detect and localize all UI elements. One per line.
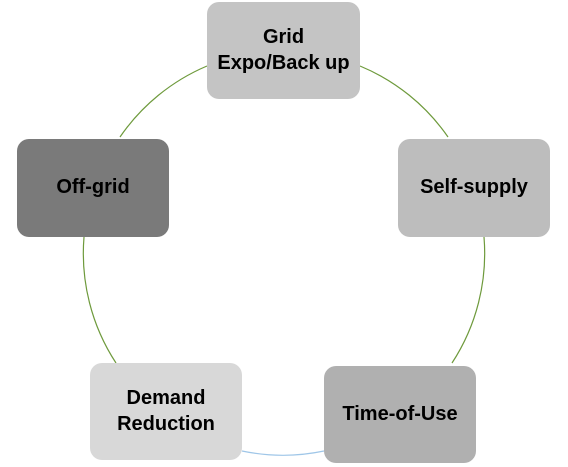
connector-bottomleft-left [82,236,117,364]
node-label: Off-grid [56,176,130,199]
node-label: Time-of-Use [342,402,458,425]
node-grid-expo-backup: Grid Expo/Back up [207,2,360,99]
node-time-of-use: Time-of-Use [324,366,476,463]
connector-left-top [119,65,208,138]
connector-right-bottomright [451,236,486,364]
node-label: Grid Expo/Back up [217,25,350,74]
node-off-grid: Off-grid [17,139,169,237]
connector-top-right [359,65,449,138]
node-self-supply: Self-supply [398,139,550,237]
node-label: Demand Reduction [117,386,215,435]
connector-bottom [241,450,325,456]
node-demand-reduction: Demand Reduction [90,363,242,460]
node-label: Self-supply [420,176,528,199]
